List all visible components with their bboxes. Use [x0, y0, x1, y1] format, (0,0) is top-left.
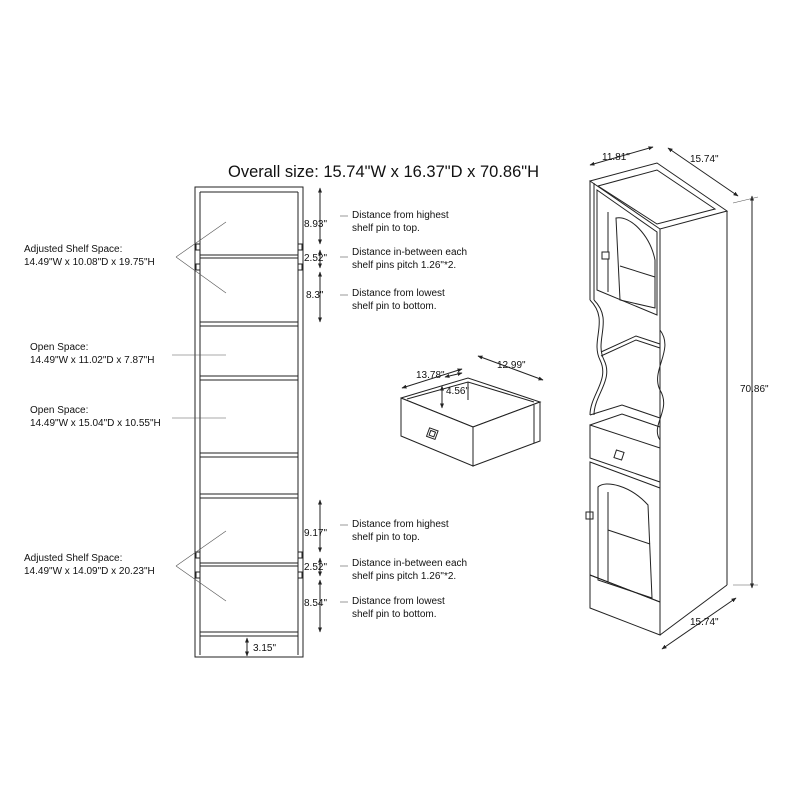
dim-top-value-1: 8.93" [304, 219, 327, 230]
overall-size-title: Overall size: 15.74"W x 16.37"D x 70.86"… [228, 163, 539, 181]
base-height-label: 3.15" [253, 643, 276, 654]
upper-door-knob-icon [601, 251, 610, 260]
cabinet-3d-drawing [585, 146, 759, 650]
dim-top-desc-2b: shelf pins pitch 1.26"*2. [352, 260, 456, 271]
dim-bottom-value-2: 2.52" [304, 562, 327, 573]
dim-top-value-2: 2.52" [304, 253, 327, 264]
drawer-drawing [400, 355, 544, 467]
drawer-depth-label: 12.99" [497, 360, 526, 371]
drawer-height-label: 4.56" [446, 386, 469, 397]
shelf-space-bottom-label: Adjusted Shelf Space: [24, 553, 122, 564]
drawer-handle-icon [425, 427, 439, 441]
cabinet-top-width-label: 15.74" [690, 154, 719, 165]
cabinet-bottom-width-label: 15.74" [690, 617, 719, 628]
shelf-space-top-size: 14.49"W x 10.08"D x 19.75"H [24, 257, 155, 268]
dim-bottom-value-1: 9.17" [304, 528, 327, 539]
dim-bottom-desc-1b: shelf pin to top. [352, 532, 420, 543]
dim-bottom-desc-1a: Distance from highest [352, 519, 449, 530]
dim-top-desc-3a: Distance from lowest [352, 288, 445, 299]
dim-bottom-value-3: 8.54" [304, 598, 327, 609]
open-space-2-label: Open Space: [30, 405, 88, 416]
dim-top-desc-3b: shelf pin to bottom. [352, 301, 437, 312]
open-space-2-size: 14.49"W x 15.04"D x 10.55"H [30, 418, 161, 429]
cabinet-top-depth-label: 11.81" [602, 152, 630, 163]
dim-top-desc-1b: shelf pin to top. [352, 223, 420, 234]
dim-bottom-desc-2b: shelf pins pitch 1.26"*2. [352, 571, 456, 582]
dimension-group-bottom [318, 499, 348, 633]
dim-bottom-desc-2a: Distance in-between each [352, 558, 467, 569]
open-space-1-label: Open Space: [30, 342, 88, 353]
dim-top-value-3: 8.3" [306, 290, 324, 301]
cabinet-height-label: 70.86" [740, 384, 769, 395]
dim-top-desc-2a: Distance in-between each [352, 247, 467, 258]
dim-bottom-desc-3a: Distance from lowest [352, 596, 445, 607]
shelf-space-bottom-size: 14.49"W x 14.09"D x 20.23"H [24, 566, 155, 577]
drawer-width-label: 13.78" [416, 370, 445, 381]
front-view-cabinet [172, 186, 304, 658]
shelf-space-top-label: Adjusted Shelf Space: [24, 244, 122, 255]
dim-bottom-desc-3b: shelf pin to bottom. [352, 609, 437, 620]
cabinet-drawer-knob-icon [613, 449, 625, 461]
dim-top-desc-1a: Distance from highest [352, 210, 449, 221]
open-space-1-size: 14.49"W x 11.02"D x 7.87"H [30, 355, 154, 366]
dimension-group-top [318, 187, 348, 323]
